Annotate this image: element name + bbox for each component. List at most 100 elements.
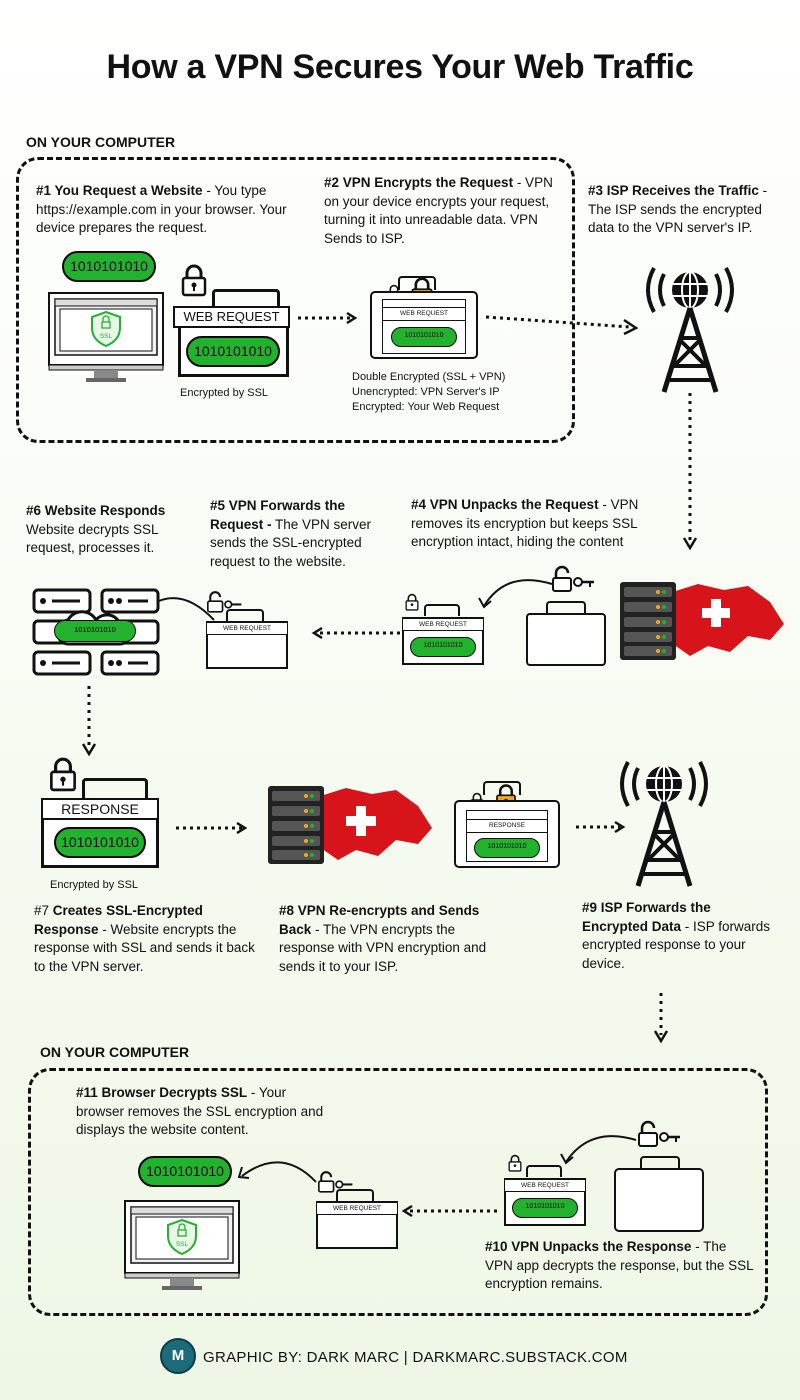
computer-box-top xyxy=(16,157,575,443)
step-1-body: - You type https://example.com in your b… xyxy=(36,183,287,235)
briefcase-handle xyxy=(82,778,148,800)
arrow-left-icon xyxy=(311,626,400,644)
step-5-body: The VPN server sends the SSL-encrypted r… xyxy=(210,516,372,569)
web-request-label: WEB REQUEST xyxy=(173,306,290,328)
step-11-title: #11 Browser Decrypts SSL xyxy=(76,1085,248,1100)
step-6-body: Website decrypts SSL request, processes … xyxy=(26,521,159,556)
lock-icon xyxy=(508,1154,522,1177)
step-3-body: - The ISP sends the encrypted data to th… xyxy=(588,183,768,235)
step-8-body: - The VPN encrypts the response with VPN… xyxy=(279,921,487,974)
briefcase-handle xyxy=(226,609,264,621)
arrow-right-icon xyxy=(576,820,628,838)
briefcase-handle xyxy=(424,604,460,616)
briefcase-handle xyxy=(336,1189,374,1201)
step-9-text: #9 ISP Forwards the Encrypted Data - ISP… xyxy=(582,899,772,973)
encrypted-by-ssl-caption: Encrypted by SSL xyxy=(180,387,269,399)
step-10-text: #10 VPN Unpacks the Response - The VPN a… xyxy=(485,1238,755,1294)
step-9-body: - ISP forwards encrypted response to you… xyxy=(582,918,771,971)
lock-icon xyxy=(405,593,419,616)
isp-tower-icon xyxy=(636,262,744,399)
binary-data-pill: 1010101010 xyxy=(186,336,280,367)
binary-data-pill: 1010101010 xyxy=(391,327,457,347)
step-4-title: #4 VPN Unpacks the Request xyxy=(411,497,599,512)
step-9-title: #9 ISP Forwards the Encrypted Data xyxy=(582,900,711,934)
briefcase-handle xyxy=(483,781,521,795)
computer-monitor-icon: SSL xyxy=(48,292,164,384)
web-request-label: WEB REQUEST xyxy=(316,1202,398,1215)
empty-vpn-briefcase xyxy=(526,613,606,666)
curved-arrow-icon xyxy=(476,576,556,617)
avatar: M xyxy=(160,1338,196,1374)
arrow-right-icon xyxy=(485,311,646,346)
web-request-label: WEB REQUEST xyxy=(382,307,466,321)
section-label-top: ON YOUR COMPUTER xyxy=(26,134,176,150)
binary-data-pill: 1010101010 xyxy=(54,620,136,642)
step-2-title: #2 VPN Encrypts the Request xyxy=(324,175,514,190)
lock-icon xyxy=(49,756,77,797)
lock-icon xyxy=(181,263,207,302)
binary-data-pill: 1010101010 xyxy=(512,1198,578,1218)
unlocked-key-icon xyxy=(552,565,596,597)
swiss-vpn-server-icon xyxy=(268,784,434,871)
response-label: RESPONSE xyxy=(41,798,159,820)
step-2-text: #2 VPN Encrypts the Request - VPN on you… xyxy=(324,174,560,248)
briefcase-handle xyxy=(546,601,586,615)
step-10-title: #10 VPN Unpacks the Response xyxy=(485,1239,692,1254)
step-7-title: Creates SSL-Encrypted Response xyxy=(34,903,203,937)
step-11-body: - Your browser removes the SSL encryptio… xyxy=(76,1085,324,1137)
arrow-right-icon xyxy=(176,821,250,839)
svg-text:SSL: SSL xyxy=(100,333,113,340)
unlocked-key-icon xyxy=(638,1120,682,1152)
step-3-text: #3 ISP Receives the Traffic - The ISP se… xyxy=(588,182,788,238)
step-4-body: - VPN removes its encryption but keeps S… xyxy=(411,497,639,549)
step-1-title: #1 You Request a Website xyxy=(36,183,203,198)
briefcase-handle xyxy=(640,1156,680,1170)
binary-data-pill: 1010101010 xyxy=(54,827,146,858)
step-5-title: #5 VPN Forwards the Request - xyxy=(210,498,346,532)
unencrypted-ip-caption: Unencrypted: VPN Server's IP xyxy=(352,386,500,398)
step-6-text: #6 Website Responds Website decrypts SSL… xyxy=(26,502,186,558)
step-11-text: #11 Browser Decrypts SSL - Your browser … xyxy=(76,1084,326,1140)
binary-data-pill: 1010101010 xyxy=(62,251,156,282)
binary-data-pill: 1010101010 xyxy=(474,838,540,858)
step-2-body: - VPN on your device encrypts your reque… xyxy=(324,175,553,246)
step-1-text: #1 You Request a Website - You type http… xyxy=(36,182,298,238)
arrow-down-icon xyxy=(81,686,97,763)
response-label: RESPONSE xyxy=(466,819,548,833)
arrow-down-icon xyxy=(653,993,669,1050)
page-title: How a VPN Secures Your Web Traffic xyxy=(106,48,694,86)
step-7-body: - Website encrypts the response with SSL… xyxy=(34,921,255,974)
curved-arrow-icon xyxy=(236,1156,320,1197)
double-encrypted-caption: Double Encrypted (SSL + VPN) xyxy=(352,371,506,383)
encrypted-by-ssl-caption: Encrypted by SSL xyxy=(50,879,139,891)
step-8-text: #8 VPN Re-encrypts and Sends Back - The … xyxy=(279,902,509,976)
step-10-body: - The VPN app decrypts the response, but… xyxy=(485,1239,754,1291)
section-label-bottom: ON YOUR COMPUTER xyxy=(40,1044,190,1060)
step-4-text: #4 VPN Unpacks the Request - VPN removes… xyxy=(411,496,661,552)
step-7-text: #7 Creates SSL-Encrypted Response - Webs… xyxy=(34,902,269,976)
isp-tower-icon xyxy=(610,756,718,893)
step-7-prefix: #7 xyxy=(34,903,53,918)
arrow-down-icon xyxy=(682,393,698,558)
briefcase-handle xyxy=(526,1165,562,1177)
web-request-label: WEB REQUEST xyxy=(504,1179,586,1192)
web-request-label: WEB REQUEST xyxy=(206,622,288,635)
briefcase-handle xyxy=(398,276,436,290)
step-6-title: #6 Website Responds xyxy=(26,503,166,518)
svg-text:SSL: SSL xyxy=(176,1241,189,1248)
binary-data-pill: 1010101010 xyxy=(138,1156,232,1187)
empty-vpn-briefcase xyxy=(614,1168,704,1232)
arrow-right-icon xyxy=(298,311,360,329)
computer-box-bottom xyxy=(28,1068,768,1316)
swiss-vpn-server-icon xyxy=(620,580,786,667)
step-8-title: #8 VPN Re-encrypts and Sends Back xyxy=(279,903,480,937)
step-5-text: #5 VPN Forwards the Request - The VPN se… xyxy=(210,497,390,571)
computer-monitor-icon: SSL xyxy=(124,1200,240,1292)
unlocked-key-icon xyxy=(207,591,243,618)
curved-arrow-icon xyxy=(556,1132,640,1173)
unlocked-key-icon xyxy=(318,1171,354,1198)
step-3-title: #3 ISP Receives the Traffic xyxy=(588,183,759,198)
arrow-left-icon xyxy=(401,1204,498,1222)
footer-credit: GRAPHIC BY: DARK MARC | DARKMARC.SUBSTAC… xyxy=(203,1349,628,1366)
binary-data-pill: 1010101010 xyxy=(410,637,476,657)
